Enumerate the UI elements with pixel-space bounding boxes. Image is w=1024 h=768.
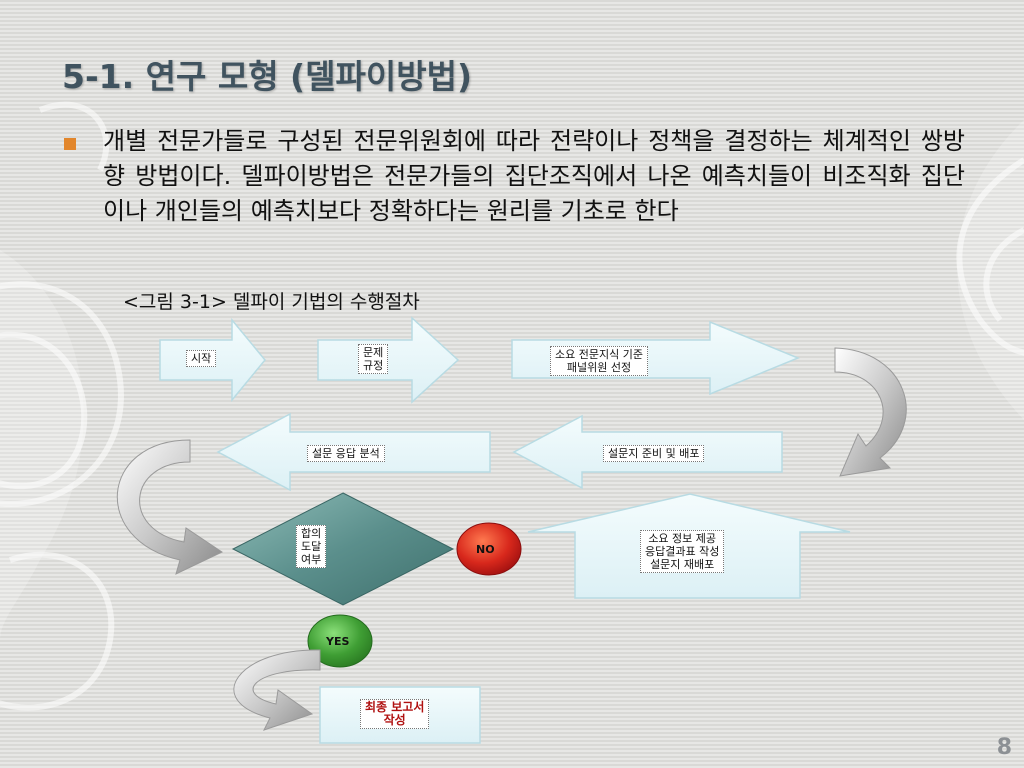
arrow-select-panel: [511, 320, 800, 396]
yes-circle: [307, 614, 373, 668]
bullet-square-icon: [64, 138, 76, 150]
figure-caption: <그림 3-1> 델파이 기법의 수행절차: [123, 291, 420, 313]
label-consensus: 합의 도달 여부: [296, 525, 327, 568]
page-number: 8: [996, 735, 1012, 760]
label-start: 시작: [186, 350, 217, 367]
curved-arrow-bottom: [233, 649, 321, 731]
page-title: 5-1. 연구 모형 (델파이방법): [62, 57, 473, 96]
label-no: NO: [476, 543, 495, 556]
label-feedback: 소요 정보 제공 응답결과표 작성 설문지 재배포: [640, 530, 725, 573]
curved-arrow-left: [116, 439, 224, 575]
label-prepare-survey: 설문지 준비 및 배포: [603, 445, 705, 462]
consensus-diamond: [231, 492, 455, 606]
bullet-text: 개별 전문가들로 구성된 전문위원회에 따라 전략이나 정책을 결정하는 체계적…: [103, 127, 965, 225]
no-circle: [456, 522, 522, 576]
label-define-problem: 문제 규정: [358, 344, 389, 374]
curved-arrow-right: [834, 347, 907, 477]
label-analyze: 설문 응답 분석: [307, 445, 385, 462]
label-final-report: 최종 보고서 작성: [360, 699, 430, 729]
label-yes: YES: [326, 635, 350, 648]
label-select-panel: 소요 전문지식 기준 패널위원 선정: [550, 346, 648, 376]
